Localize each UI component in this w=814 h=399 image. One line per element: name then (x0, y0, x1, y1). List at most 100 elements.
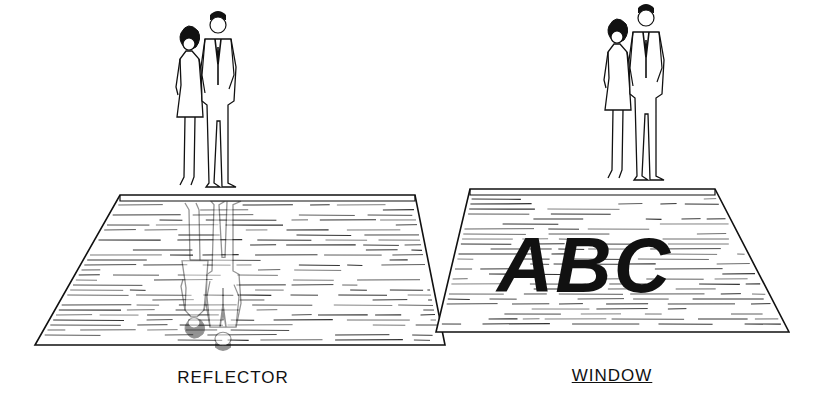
hatch-line (347, 320, 410, 321)
hatch-line (717, 263, 750, 264)
hatch-line (84, 264, 136, 265)
hatch-line (292, 284, 334, 285)
hatch-line (414, 340, 430, 341)
plane-lip (470, 189, 715, 195)
hatch-line (380, 219, 416, 220)
hatch-line (286, 244, 356, 245)
hatch-line (237, 294, 271, 296)
hatch-line (156, 224, 219, 225)
hatch-line (721, 293, 741, 294)
hatch-line (299, 264, 340, 266)
hatch-line (326, 240, 368, 241)
hatch-line (143, 264, 187, 265)
hatch-line (660, 203, 676, 204)
hatch-line (545, 318, 607, 319)
hatch-line (503, 223, 559, 224)
hatch-line (338, 294, 387, 295)
hatch-line (752, 294, 765, 295)
hatch-line (596, 308, 647, 309)
hatch-line (547, 209, 619, 210)
hatch-line (405, 244, 421, 245)
hatch-line (310, 204, 330, 205)
hatch-line (715, 278, 748, 279)
hatch-line (70, 290, 123, 291)
hatch-line (87, 260, 147, 261)
plane-hatching (442, 199, 781, 325)
hatch-line (347, 264, 362, 266)
hatch-line (745, 323, 781, 324)
hatch-line (292, 219, 309, 220)
hatch-line (334, 305, 393, 306)
hatch-line (53, 319, 124, 320)
hatch-line (551, 213, 611, 214)
hatch-line (390, 259, 408, 260)
hatch-line (381, 264, 425, 265)
hatch-line (447, 303, 498, 304)
hatch-line (243, 204, 293, 205)
hatch-line (226, 224, 283, 225)
hatch-line (668, 308, 687, 309)
hatch-line (533, 218, 583, 219)
hatch-line (130, 290, 146, 291)
plane-lip (120, 195, 415, 201)
hatch-line (390, 289, 423, 290)
hatch-line (373, 299, 408, 300)
hatch-line (357, 279, 420, 280)
people-figure (604, 4, 664, 180)
hatch-line (523, 318, 540, 319)
window-text: ABC (497, 226, 672, 304)
hatch-line (80, 329, 136, 330)
hatch-line (137, 305, 160, 306)
hatch-line (147, 319, 173, 320)
hatch-line (504, 314, 561, 315)
hatch-line (412, 335, 432, 336)
plane-hatching (45, 205, 437, 341)
hatch-line (193, 214, 254, 215)
hatch-line (252, 305, 312, 306)
hatch-line (746, 283, 761, 284)
hatch-line (699, 283, 740, 284)
hatch-line (200, 209, 248, 210)
hatch-line (342, 285, 357, 286)
hatch-line (246, 229, 268, 230)
people-figure (176, 11, 236, 187)
hatch-line (274, 319, 333, 320)
hatch-line (685, 203, 719, 204)
hatch-line (572, 324, 639, 325)
hatch-line (56, 314, 92, 315)
hatch-line (755, 318, 778, 319)
hatch-line (337, 204, 386, 205)
hatch-line (698, 318, 748, 319)
hatch-line (127, 309, 155, 310)
hatch-line (133, 249, 193, 250)
hatch-line (145, 229, 178, 230)
caption-label: WINDOW (572, 366, 653, 386)
hatch-line (663, 239, 729, 240)
hatch-line (90, 254, 162, 255)
hatch-line (258, 269, 280, 270)
hatch-line (532, 309, 590, 310)
hatch-line (457, 259, 473, 260)
hatch-line (287, 229, 329, 230)
hatch-line (292, 314, 312, 315)
hatch-line (427, 289, 430, 290)
hatch-line (489, 318, 518, 319)
hatch-line (237, 264, 252, 265)
hatch-line (82, 269, 101, 270)
hatch-line (324, 255, 382, 256)
hatch-line (335, 339, 403, 340)
hatch-line (398, 305, 433, 306)
hatch-line (421, 314, 436, 315)
hatch-line (455, 269, 472, 270)
hatch-line (469, 208, 535, 209)
hatch-line (375, 314, 401, 315)
hatch-line (363, 245, 399, 246)
hatch-line (67, 295, 128, 296)
hatch-line (396, 224, 417, 225)
caption-label: REFLECTOR (177, 368, 289, 388)
hatch-line (99, 239, 161, 240)
hatch-line (50, 325, 121, 326)
hatch-line (335, 334, 389, 335)
hatch-line (231, 330, 290, 331)
hatch-line (453, 278, 468, 279)
